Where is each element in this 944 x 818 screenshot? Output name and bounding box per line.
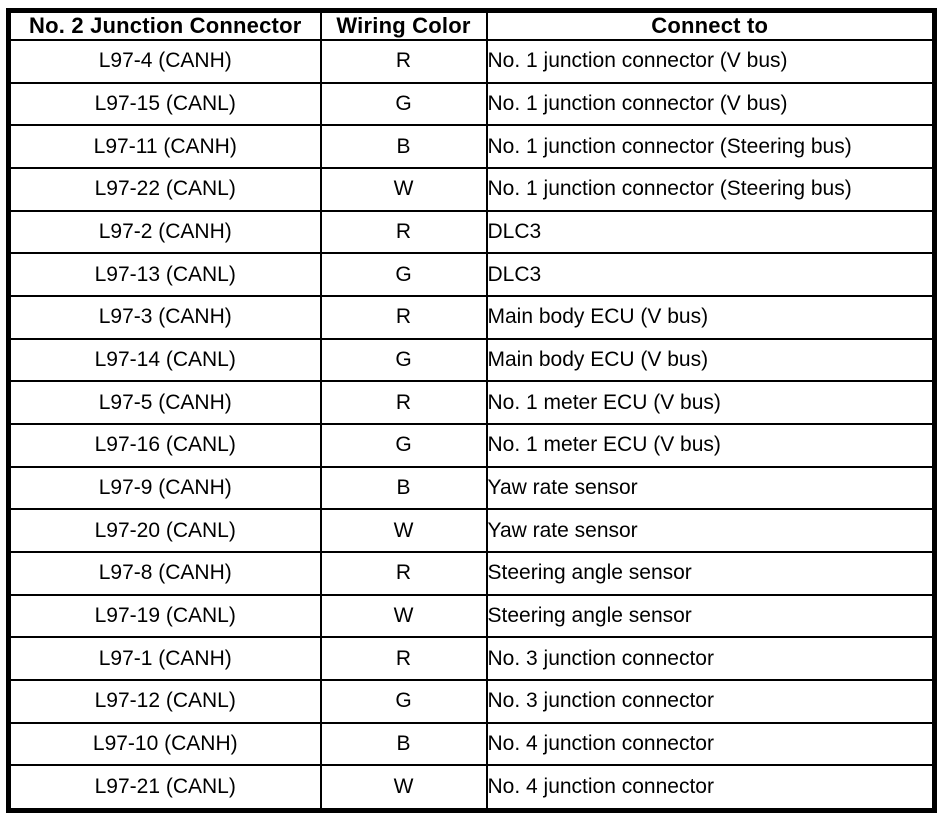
cell-connect-to: Main body ECU (V bus) [485,294,936,340]
cell-connect-to: Steering angle sensor [485,593,936,639]
table-header-row: No. 2 Junction Connector Wiring Color Co… [7,9,936,41]
cell-connect-to: Yaw rate sensor [485,508,936,553]
cell-connect-to: DLC3 [485,252,936,297]
cell-junction-connector: L97-9 (CANH) [7,465,322,511]
junction-connector-wiring-table: No. 2 Junction Connector Wiring Color Co… [6,8,937,813]
cell-junction-connector: L97-13 (CANL) [7,252,322,297]
cell-wiring-color: G [319,337,488,383]
cell-junction-connector: L97-1 (CANH) [7,636,322,681]
cell-junction-connector: L97-22 (CANL) [7,166,322,212]
cell-wiring-color: R [319,550,488,596]
cell-junction-connector: L97-14 (CANL) [7,337,322,383]
cell-wiring-color: R [319,380,488,425]
cell-wiring-color: G [319,81,488,127]
cell-junction-connector: L97-16 (CANL) [7,422,322,468]
cell-wiring-color: W [319,764,488,812]
cell-connect-to: No. 1 junction connector (V bus) [485,39,936,84]
cell-wiring-color: W [319,166,488,212]
cell-wiring-color: R [319,39,488,84]
column-header-wiring-color: Wiring Color [319,9,488,41]
cell-connect-to: No. 1 junction connector (Steering bus) [485,166,936,212]
cell-wiring-color: G [319,678,488,724]
cell-connect-to: No. 4 junction connector [485,721,936,767]
cell-wiring-color: R [319,209,488,255]
cell-connect-to: Steering angle sensor [485,550,936,596]
cell-wiring-color: G [319,422,488,468]
cell-wiring-color: W [319,593,488,639]
cell-wiring-color: G [319,252,488,297]
cell-connect-to: No. 3 junction connector [485,678,936,724]
cell-junction-connector: L97-8 (CANH) [7,550,322,596]
cell-wiring-color: B [319,465,488,511]
cell-connect-to: Yaw rate sensor [485,465,936,511]
cell-junction-connector: L97-11 (CANH) [7,124,322,169]
cell-connect-to: No. 3 junction connector [485,636,936,681]
cell-junction-connector: L97-20 (CANL) [7,508,322,553]
cell-connect-to: Main body ECU (V bus) [485,337,936,383]
cell-wiring-color: R [319,294,488,340]
cell-wiring-color: W [319,508,488,553]
cell-connect-to: No. 1 meter ECU (V bus) [485,380,936,425]
cell-wiring-color: B [319,124,488,169]
cell-junction-connector: L97-2 (CANH) [7,209,322,255]
cell-connect-to: No. 1 meter ECU (V bus) [485,422,936,468]
cell-junction-connector: L97-5 (CANH) [7,380,322,425]
column-header-connect-to: Connect to [485,9,936,41]
cell-wiring-color: R [319,636,488,681]
cell-junction-connector: L97-21 (CANL) [7,764,322,812]
cell-junction-connector: L97-3 (CANH) [7,294,322,340]
cell-connect-to: No. 4 junction connector [485,764,936,812]
cell-junction-connector: L97-12 (CANL) [7,678,322,724]
cell-junction-connector: L97-19 (CANL) [7,593,322,639]
cell-connect-to: No. 1 junction connector (V bus) [485,81,936,127]
column-header-junction-connector: No. 2 Junction Connector [7,9,322,41]
cell-junction-connector: L97-10 (CANH) [7,721,322,767]
cell-connect-to: DLC3 [485,209,936,255]
cell-junction-connector: L97-4 (CANH) [7,39,322,84]
cell-junction-connector: L97-15 (CANL) [7,81,322,127]
cell-wiring-color: B [319,721,488,767]
cell-connect-to: No. 1 junction connector (Steering bus) [485,124,936,169]
